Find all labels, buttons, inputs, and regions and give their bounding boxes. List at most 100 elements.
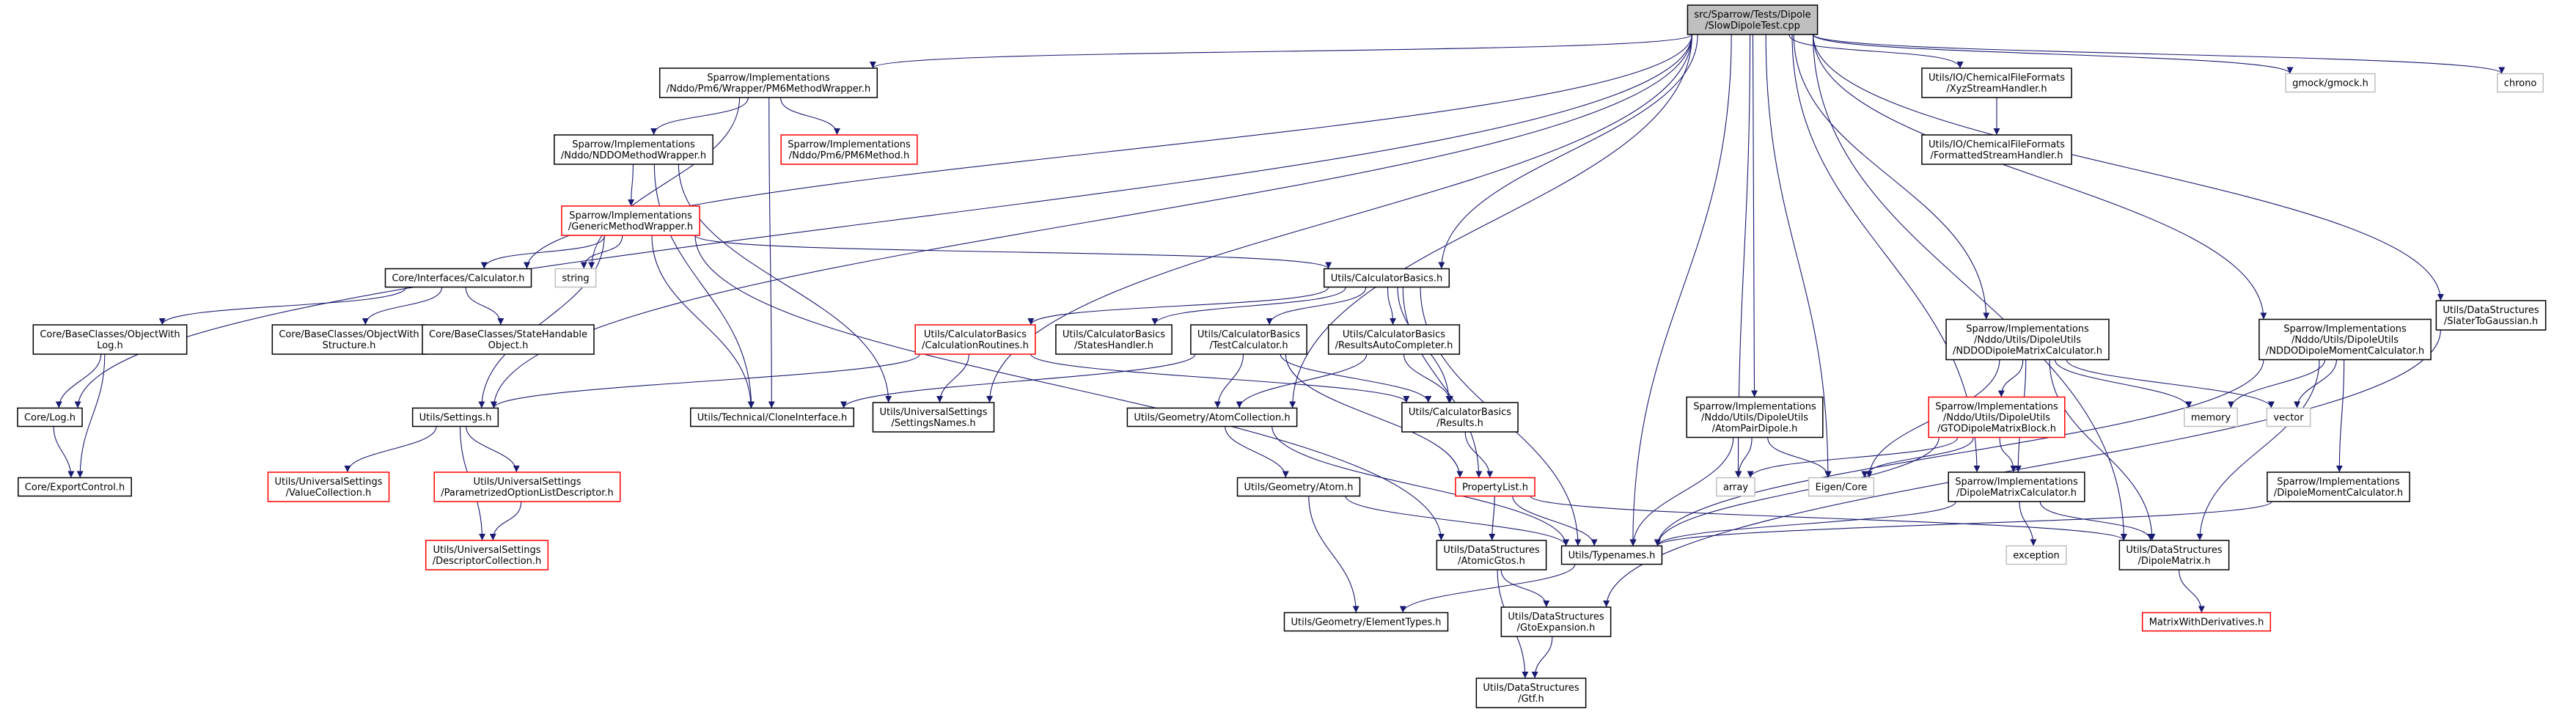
edge-gtoblock-to-dipmatcalc2 (1999, 437, 2017, 473)
node-label-memory-0: memory (2191, 413, 2231, 424)
edge-resauto-to-results (1403, 353, 1453, 403)
edge-testcalc-to-clone (840, 353, 1196, 408)
edge-calcbasics-to-calcroutines (1027, 287, 1329, 326)
node-label-paropt-1: /ParametrizedOptionListDescriptor.h (441, 488, 614, 499)
node-clone: Utils/Technical/CloneInterface.h (689, 407, 855, 427)
node-log: Core/Log.h (17, 407, 83, 427)
edge-calcbasics-to-testcalc (1266, 287, 1367, 326)
node-box-gtoblock (1928, 396, 2066, 438)
edge-gtoexp-to-gtf (1531, 636, 1553, 679)
node-label-settings-0: Utils/Settings.h (419, 413, 492, 424)
node-matderiv: MatrixWithDerivatives.h (2141, 612, 2272, 632)
node-gtoblock: Sparrow/Implementations/Nddo/Utils/Dipol… (1928, 396, 2066, 438)
edge-gmw-to-atomicgtos (694, 235, 1445, 541)
node-gmw: Sparrow/Implementations/GenericMethodWra… (561, 205, 700, 236)
node-label-gtoexp-0: Utils/DataStructures (1508, 612, 1604, 623)
edge-settings-to-valcoll (344, 426, 437, 473)
node-box-calcbasics (1323, 268, 1450, 288)
node-box-export (18, 477, 132, 497)
node-settings: Utils/Settings.h (411, 407, 499, 427)
node-box-root (1687, 4, 1819, 35)
edge-pm6w-to-pm6m (779, 97, 840, 136)
edge-pm6w-to-string (588, 97, 741, 269)
node-slater: Utils/DataStructures/SlaterToGaussian.h (2435, 300, 2547, 331)
node-dipmatcalc: Sparrow/Implementations/Nddo/Utils/Dipol… (1945, 318, 2110, 361)
node-label-clone-0: Utils/Technical/CloneInterface.h (697, 413, 848, 424)
edge-pm6w-to-clone (768, 97, 775, 408)
edge-root-to-pm6w (870, 34, 1692, 69)
edge-dipmom-to-memory (2227, 359, 2326, 408)
node-desccoll: Utils/UniversalSettings/DescriptorCollec… (425, 540, 549, 570)
edge-calc-to-owstruct (362, 287, 443, 326)
edge-owlog-to-log (55, 353, 102, 408)
node-setnames: Utils/UniversalSettings/SettingsNames.h (872, 402, 995, 433)
node-label-results-0: Utils/CalculatorBasics (1409, 407, 1511, 418)
edge-root-to-chrono (1813, 34, 2505, 74)
node-box-gmw (561, 205, 700, 236)
edge-slater-to-gtoexp (1603, 329, 2441, 608)
edge-dipmom-to-dipmatrix (2196, 359, 2320, 541)
node-typenames: Utils/Typenames.h (1560, 545, 1663, 565)
edge-root-to-gmock (1813, 34, 2294, 74)
node-box-desccoll (425, 540, 549, 570)
node-label-dipmom-0: Sparrow/Implementations (2283, 324, 2407, 335)
node-box-eigen (1808, 477, 1875, 497)
node-box-dipmom2 (2267, 471, 2410, 502)
node-atom: Utils/Geometry/Atom.h (1236, 477, 1361, 497)
node-box-setnames (872, 402, 995, 433)
edge-root-to-dipmatrix (1813, 34, 2127, 541)
node-label-shobj-1: Object.h (488, 340, 529, 351)
node-label-calc-0: Core/Interfaces/Calculator.h (392, 274, 524, 285)
node-label-nddow-0: Sparrow/Implementations (572, 139, 695, 150)
edge-gtoblock-to-eigen (1861, 437, 1974, 478)
node-label-states-0: Utils/CalculatorBasics (1063, 329, 1165, 340)
node-string: string (554, 268, 597, 288)
node-box-memory (2184, 407, 2238, 427)
node-label-shobj-0: Core/BaseClasses/StateHandable (429, 329, 587, 340)
edge-pm6w-to-nddow (650, 97, 749, 136)
node-xyz: Utils/IO/ChemicalFileFormats/XyzStreamHa… (1921, 67, 2072, 98)
node-box-dipmatcalc (1945, 318, 2110, 361)
node-box-pm6m (780, 134, 918, 165)
node-label-gmock-0: gmock/gmock.h (2292, 78, 2368, 89)
node-label-owstruct-0: Core/BaseClasses/ObjectWith (279, 329, 419, 340)
node-box-dipmatrix (2118, 540, 2230, 570)
edge-calcbasics-to-resauto (1387, 287, 1396, 326)
node-label-string-0: string (562, 274, 589, 285)
node-label-log-0: Core/Log.h (24, 413, 76, 424)
node-label-dipmom-1: /Nddo/Utils/DipoleUtils (2291, 335, 2399, 346)
node-label-calcroutines-1: /CalculationRoutines.h (922, 340, 1029, 351)
edge-owlog-to-export (76, 353, 106, 478)
node-box-gtoexp (1500, 606, 1612, 637)
edge-root-to-atompair (1751, 34, 1758, 397)
node-label-proplist-0: PropertyList.h (1462, 482, 1528, 493)
node-elemtypes: Utils/Geometry/ElementTypes.h (1283, 612, 1449, 632)
node-gtoexp: Utils/DataStructures/GtoExpansion.h (1500, 606, 1612, 637)
node-resauto: Utils/CalculatorBasics/ResultsAutoComple… (1327, 324, 1461, 355)
node-box-clone (689, 407, 855, 427)
edge-proplist-to-typenames (1512, 496, 1598, 546)
node-box-paropt (433, 471, 621, 502)
node-label-dipmatcalc2-0: Sparrow/Implementations (1955, 477, 2078, 488)
edge-root-to-xyz (1788, 34, 1964, 69)
node-label-xyz-1: /XyzStreamHandler.h (1946, 84, 2047, 95)
edge-resauto-to-atomcoll (1236, 353, 1368, 408)
edge-nddow-to-clone (653, 164, 755, 408)
node-box-testcalc (1190, 324, 1307, 355)
node-box-chrono (2496, 73, 2544, 93)
node-formatted: Utils/IO/ChemicalFileFormats/FormattedSt… (1921, 134, 2072, 165)
edge-paropt-to-desccoll (489, 501, 522, 541)
edge-calcroutines-to-setnames (936, 353, 969, 403)
node-box-matderiv (2141, 612, 2272, 632)
node-box-formatted (1921, 134, 2072, 165)
edge-testcalc-to-atomcoll (1214, 353, 1244, 408)
node-vector: vector (2266, 407, 2311, 427)
node-box-states (1055, 324, 1173, 355)
edge-settings-to-paropt (466, 426, 520, 473)
node-label-atompair-0: Sparrow/Implementations (1693, 402, 1816, 413)
edge-atomcoll-to-typenames (1272, 426, 1570, 546)
node-label-desccoll-1: /DescriptorCollection.h (433, 556, 542, 567)
edge-dipmatcalc2-to-dipmatrix (2039, 501, 2154, 541)
